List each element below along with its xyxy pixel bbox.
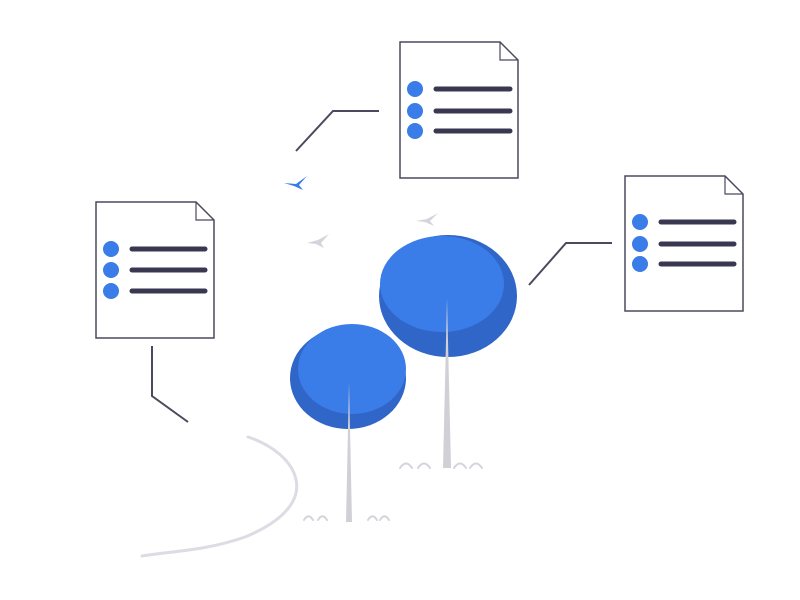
document-card-left <box>95 201 215 339</box>
connector-line-left <box>151 346 189 423</box>
tree-icon <box>379 235 517 469</box>
document-icon <box>407 81 513 139</box>
document-icon <box>632 214 737 272</box>
connector-line-top <box>295 110 379 152</box>
bird-icon <box>416 213 438 226</box>
document-icon <box>103 241 208 299</box>
path-curve <box>140 435 299 558</box>
bird-icon <box>307 234 329 248</box>
connector-line-right <box>528 242 612 286</box>
document-card-right <box>624 175 744 312</box>
document-card-top <box>399 41 519 179</box>
tree-icon <box>290 324 406 522</box>
bird-icon <box>284 176 307 190</box>
